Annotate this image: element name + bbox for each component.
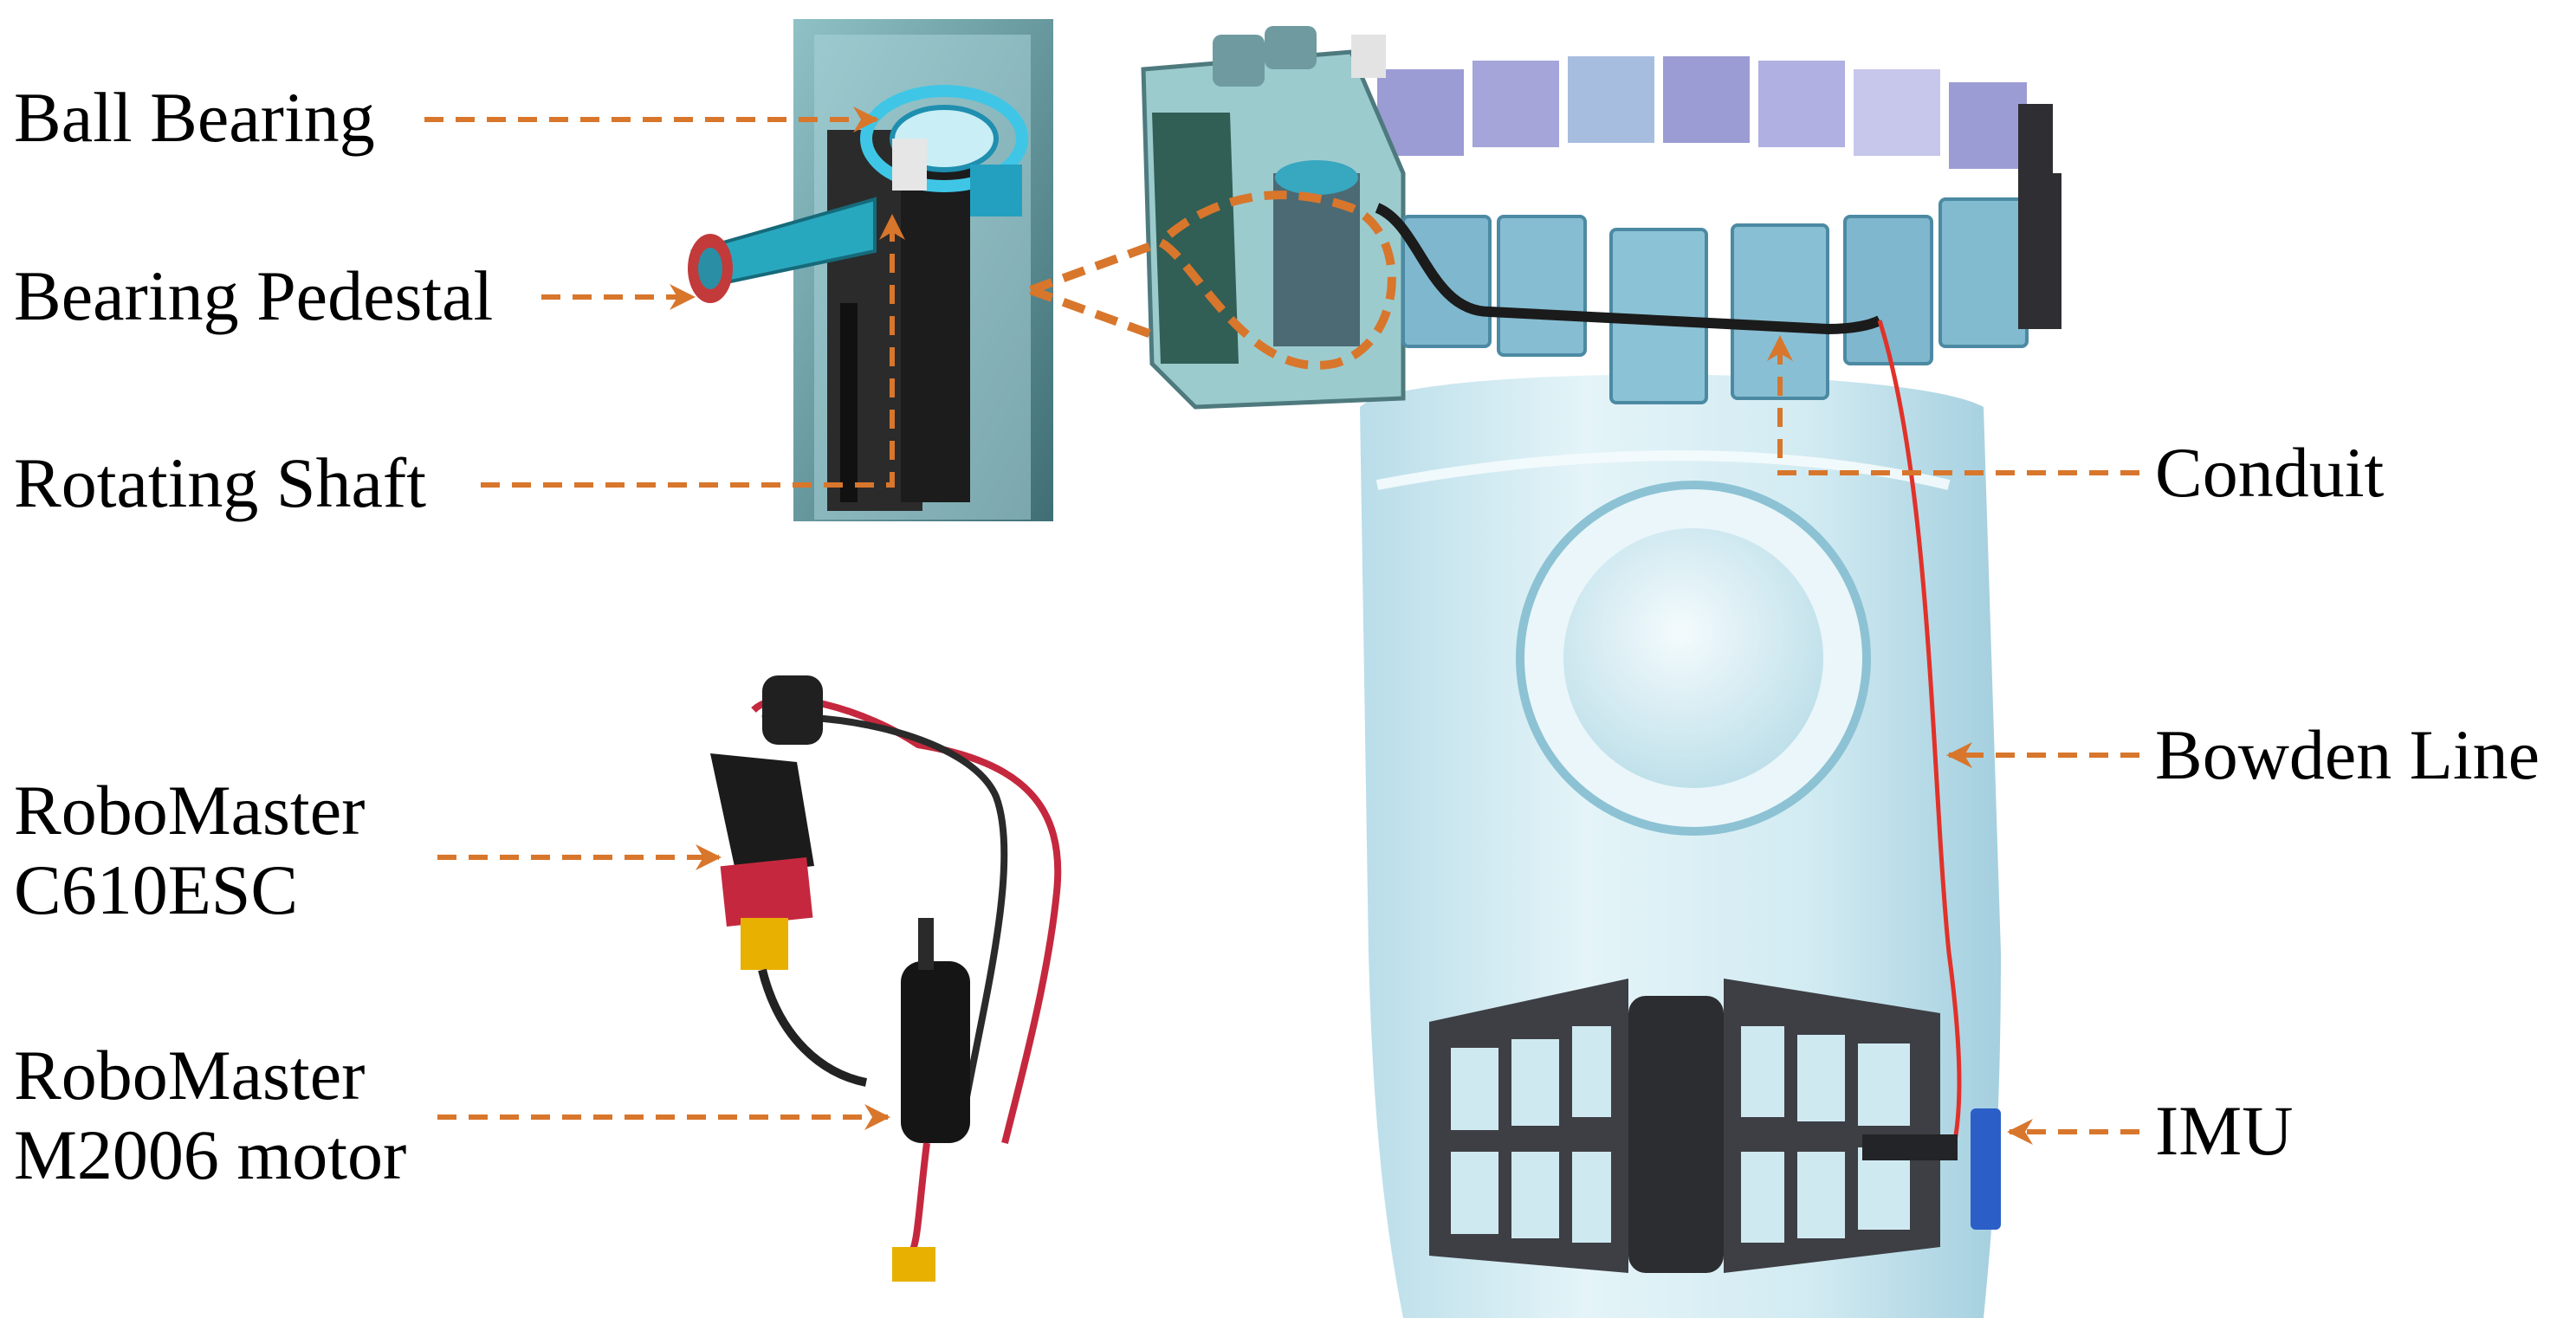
lower-strap [1429,979,1958,1273]
leader-rotating-shaft [481,214,905,488]
zoom-callout [1029,191,1396,370]
upper-cuff-back-row [1377,56,2053,294]
actuator-housing [1141,26,1406,410]
bearing-inset-view [688,19,1053,521]
leader-lines [424,107,2139,1145]
upper-cuff-front-row [1401,173,2061,404]
bowden-red-line [1877,320,1962,1153]
esc-motor-photo [710,675,1062,1282]
ball-bearing-part [860,85,1028,192]
knee-brace-render [1029,26,2061,1318]
imu-sensor [1971,1108,2001,1230]
bearing-pedestal-part [688,197,877,303]
conduit-tube [1375,203,1882,335]
leader-conduit [1767,335,2139,475]
